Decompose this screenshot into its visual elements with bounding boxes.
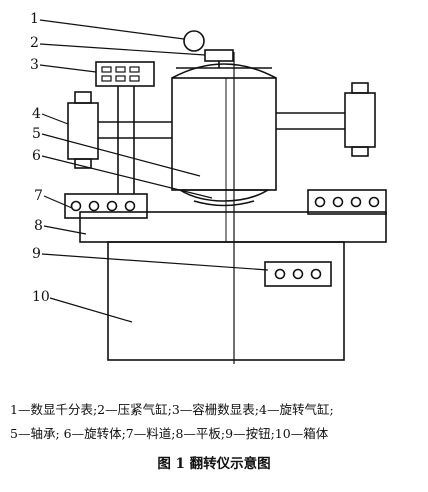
callout-3: 3	[30, 57, 39, 73]
callout-1: 1	[30, 11, 39, 27]
cylinder-cap	[351, 82, 369, 94]
channel-hole	[70, 200, 82, 212]
flat-plate	[79, 211, 387, 243]
legend-line-2: 5—轴承; 6—旋转体;7—料道;8—平板;9—按钮;10—箱体	[10, 426, 329, 441]
cylinder-cap	[351, 146, 369, 157]
display-key	[115, 66, 126, 73]
rotary-cylinder-left	[67, 102, 99, 160]
dial-indicator	[183, 30, 205, 52]
display-key	[129, 75, 140, 82]
channel-hole	[350, 196, 362, 208]
channel-hole	[332, 196, 344, 208]
bearing-lower	[193, 200, 255, 207]
material-channel-right	[307, 189, 387, 215]
callout-4: 4	[32, 106, 41, 122]
button-3	[310, 268, 322, 280]
bearing	[177, 189, 271, 202]
leader-line-4	[41, 113, 69, 125]
rotating-body-lid	[171, 63, 277, 79]
leader-line-1	[39, 19, 185, 40]
leader-line-7	[43, 195, 73, 209]
channel-hole	[368, 196, 380, 208]
callout-7: 7	[34, 188, 43, 204]
callout-10: 10	[32, 289, 50, 305]
leader-line-9	[41, 253, 269, 271]
display-key	[129, 66, 140, 73]
channel-hole	[124, 200, 136, 212]
display-key	[101, 75, 112, 82]
figure-title: 图 1 翻转仪示意图	[157, 456, 271, 472]
rotary-cylinder-right	[344, 92, 376, 148]
cabinet-box	[107, 241, 345, 361]
display-key	[101, 66, 112, 73]
leader-line-5	[41, 133, 201, 177]
channel-hole	[88, 200, 100, 212]
figure-legend: 1—数显千分表;2—压紧气缸;3—容栅数显表;4—旋转气缸; 5—轴承; 6—旋…	[10, 398, 422, 446]
channel-hole	[106, 200, 118, 212]
compression-cylinder	[204, 49, 234, 62]
leader-line-2	[39, 43, 206, 56]
callout-8: 8	[34, 218, 43, 234]
leader-line-3	[39, 64, 97, 73]
cylinder-cap	[74, 91, 92, 104]
button-2	[292, 268, 304, 280]
callout-6: 6	[32, 148, 41, 164]
capacitive-grating-display	[95, 61, 155, 87]
cylinder-cap	[74, 158, 92, 169]
leader-line-8	[43, 225, 87, 235]
legend-line-1: 1—数显千分表;2—压紧气缸;3—容栅数显表;4—旋转气缸;	[10, 402, 334, 417]
callout-5: 5	[32, 126, 41, 142]
display-key	[115, 75, 126, 82]
button-panel	[264, 261, 332, 287]
callout-9: 9	[32, 246, 41, 262]
material-channel-left	[64, 193, 148, 219]
callout-2: 2	[30, 35, 39, 51]
channel-hole	[314, 196, 326, 208]
button-1	[274, 268, 286, 280]
leader-line-10	[49, 297, 133, 323]
leader-line-6	[41, 155, 213, 199]
